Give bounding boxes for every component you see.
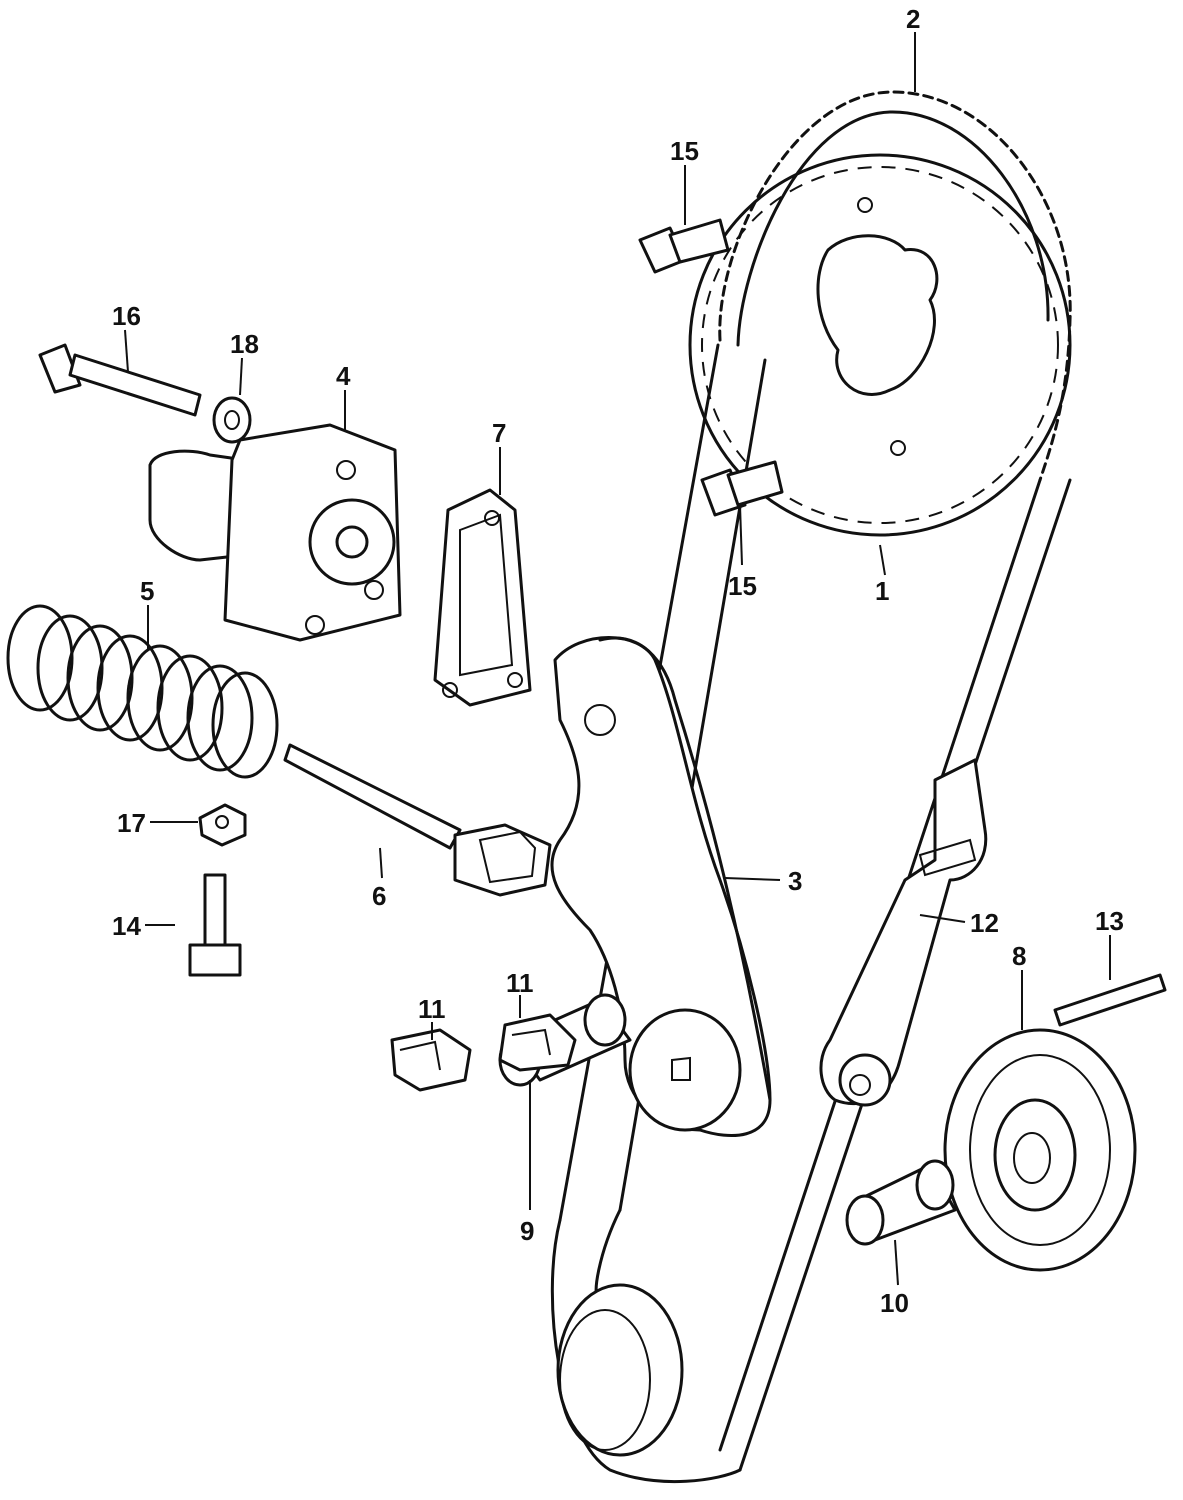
callout-labels: 1 2 3 4 5 6 7 8 9 10 11 11 12 13 14 15 1… [112,4,1124,1318]
callout-7: 7 [492,418,506,448]
nut-17 [198,803,247,847]
roller-arm [819,758,988,1107]
lower-chain-roller [556,1283,684,1457]
callout-16: 16 [112,301,141,331]
callout-9: 9 [520,1216,534,1246]
callout-17: 17 [117,808,146,838]
tensioner-roller [943,1028,1137,1272]
callout-5: 5 [140,576,154,606]
callout-15-upper: 15 [670,136,699,166]
callout-4: 4 [336,361,351,391]
callout-8: 8 [1012,941,1026,971]
callout-13: 13 [1095,906,1124,936]
callout-1: 1 [875,576,889,606]
callout-11-left: 11 [418,994,446,1024]
callout-18: 18 [230,329,259,359]
bolt-16 [38,343,202,417]
callout-15-lower: 15 [728,571,757,601]
callout-10: 10 [880,1288,909,1318]
bolt-15-lower [700,460,784,517]
callout-14: 14 [112,911,141,941]
callout-3: 3 [788,866,802,896]
tensioner-housing [148,423,402,642]
housing-gasket [433,488,532,707]
callout-12: 12 [970,908,999,938]
slipper-11-left [390,1028,472,1092]
callout-6: 6 [372,881,386,911]
bolt-15-upper [638,218,730,274]
tensioner-arm [550,636,772,1137]
bushing-10 [845,1159,957,1246]
washer-18 [212,396,252,444]
tensioner-push-rod [283,743,552,897]
callout-11-right: 11 [506,968,534,998]
pin [1053,973,1167,1027]
callout-2: 2 [906,4,920,34]
cam-sprocket [688,153,1072,537]
leader-lines [124,32,1111,1286]
slipper-11-right [498,1013,577,1072]
tensioner-spring [6,604,279,779]
bolt-14 [188,873,242,977]
